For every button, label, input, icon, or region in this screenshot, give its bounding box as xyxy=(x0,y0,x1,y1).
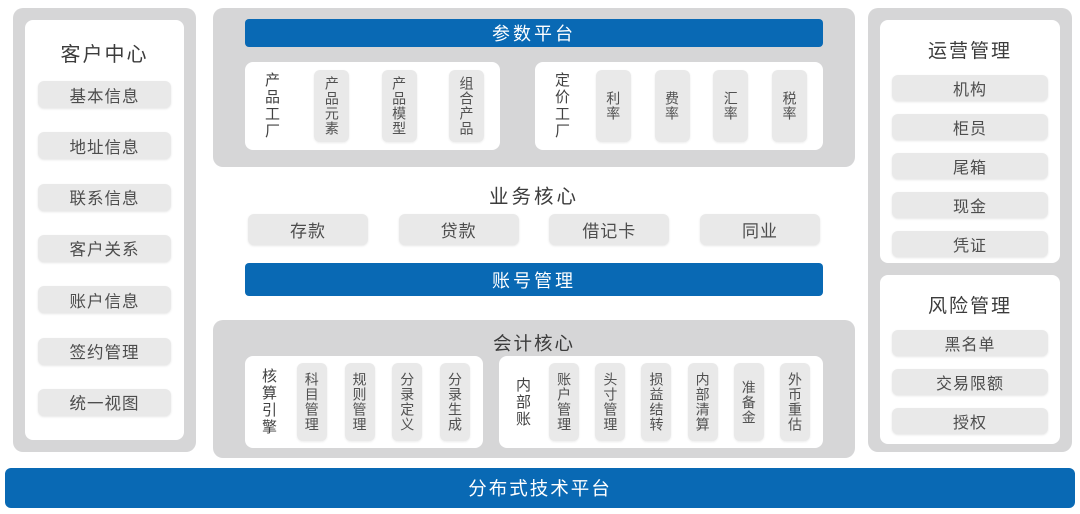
customer-center-card: 客户中心 基本信息 地址信息 联系信息 客户关系 账户信息 签约管理 统一视图 xyxy=(25,20,184,440)
combined-products-chip: 组合产品 xyxy=(448,70,484,142)
right-panel: 运营管理 机构 柜员 尾箱 现金 凭证 风险管理 黑名单 交易限额 授权 xyxy=(868,8,1072,452)
rule-management-chip: 规则管理 xyxy=(344,363,375,441)
customer-account-info: 账户信息 xyxy=(38,286,171,314)
customer-center-items: 基本信息 地址信息 联系信息 客户关系 账户信息 签约管理 统一视图 xyxy=(38,81,171,416)
customer-center-title: 客户中心 xyxy=(60,44,149,66)
internal-account-card: 内部账 账户管理 头寸管理 损益结转 内部清算 准备金 外币重估 xyxy=(499,356,823,448)
subject-management-chip: 科目管理 xyxy=(296,363,327,441)
exchange-rate-chip: 汇率 xyxy=(713,70,749,142)
param-platform-panel: 参数平台 产品工厂 产品元素 产品模型 组合产品 定价工厂 利率 费率 汇率 税… xyxy=(213,8,855,167)
distributed-tech-platform-bar: 分布式技术平台 xyxy=(5,468,1075,508)
fee-rate-chip: 费率 xyxy=(654,70,690,142)
deposits-chip: 存款 xyxy=(248,214,368,245)
accounting-engine-label: 核算引擎 xyxy=(260,368,277,436)
customer-contact-info: 联系信息 xyxy=(38,183,171,211)
accounting-core-title: 会计核心 xyxy=(492,333,575,354)
risk-items: 黑名单 交易限额 授权 xyxy=(892,330,1048,434)
account-management-bar: 账号管理 xyxy=(245,263,823,296)
customer-address-info: 地址信息 xyxy=(38,132,171,160)
position-management-chip: 头寸管理 xyxy=(595,363,626,441)
param-platform-header: 参数平台 xyxy=(245,19,823,47)
business-core-title: 业务核心 xyxy=(488,186,579,208)
operations-management-title: 运营管理 xyxy=(927,41,1012,62)
param-platform-cards: 产品工厂 产品元素 产品模型 组合产品 定价工厂 利率 费率 汇率 税率 xyxy=(245,62,823,150)
fx-revaluation-chip: 外币重估 xyxy=(779,363,810,441)
authorization-chip: 授权 xyxy=(892,408,1048,434)
core-column: 参数平台 产品工厂 产品元素 产品模型 组合产品 定价工厂 利率 费率 汇率 税… xyxy=(213,8,855,458)
internal-account-label: 内部账 xyxy=(514,376,531,428)
customer-center-panel: 客户中心 基本信息 地址信息 联系信息 客户关系 账户信息 签约管理 统一视图 xyxy=(13,8,196,452)
risk-management-card: 风险管理 黑名单 交易限额 授权 xyxy=(880,275,1060,444)
pnl-carryover-chip: 损益结转 xyxy=(641,363,672,441)
customer-relations: 客户关系 xyxy=(38,234,171,262)
pricing-factory-label: 定价工厂 xyxy=(553,72,570,140)
operations-items: 机构 柜员 尾箱 现金 凭证 xyxy=(892,75,1048,257)
business-core-items: 存款 贷款 借记卡 同业 xyxy=(213,214,855,245)
accounting-core-cards: 核算引擎 科目管理 规则管理 分录定义 分录生成 内部账 账户管理 头寸管理 损… xyxy=(245,356,823,448)
risk-management-title: 风险管理 xyxy=(927,296,1012,317)
interbank-chip: 同业 xyxy=(699,214,820,245)
tax-rate-chip: 税率 xyxy=(772,70,807,142)
customer-unified-view: 统一视图 xyxy=(38,388,171,416)
customer-contract-management: 签约管理 xyxy=(38,337,171,365)
blacklist-chip: 黑名单 xyxy=(892,330,1048,356)
debit-card-chip: 借记卡 xyxy=(549,214,670,245)
product-factory-card: 产品工厂 产品元素 产品模型 组合产品 xyxy=(245,62,500,150)
product-models-chip: 产品模型 xyxy=(381,70,417,142)
cash-box-chip: 尾箱 xyxy=(892,153,1048,179)
internal-clearing-chip: 内部清算 xyxy=(687,363,718,441)
organization-chip: 机构 xyxy=(892,75,1048,101)
transaction-limit-chip: 交易限额 xyxy=(892,369,1048,395)
interest-rate-chip: 利率 xyxy=(595,70,631,142)
teller-chip: 柜员 xyxy=(892,114,1048,140)
entry-definition-chip: 分录定义 xyxy=(392,363,423,441)
operations-management-card: 运营管理 机构 柜员 尾箱 现金 凭证 xyxy=(880,20,1060,263)
accounting-core-panel: 会计核心 核算引擎 科目管理 规则管理 分录定义 分录生成 内部账 账户管理 头… xyxy=(213,320,855,458)
product-elements-chip: 产品元素 xyxy=(314,70,350,142)
pricing-factory-card: 定价工厂 利率 费率 汇率 税率 xyxy=(535,62,823,150)
reserve-fund-chip: 准备金 xyxy=(733,363,764,441)
loans-chip: 贷款 xyxy=(398,214,519,245)
account-management-chip: 账户管理 xyxy=(549,363,580,441)
accounting-engine-card: 核算引擎 科目管理 规则管理 分录定义 分录生成 xyxy=(245,356,483,448)
customer-basic-info: 基本信息 xyxy=(38,81,171,108)
product-factory-label: 产品工厂 xyxy=(263,72,280,140)
entry-generation-chip: 分录生成 xyxy=(440,363,470,441)
cash-chip: 现金 xyxy=(892,192,1048,218)
voucher-chip: 凭证 xyxy=(892,231,1048,257)
